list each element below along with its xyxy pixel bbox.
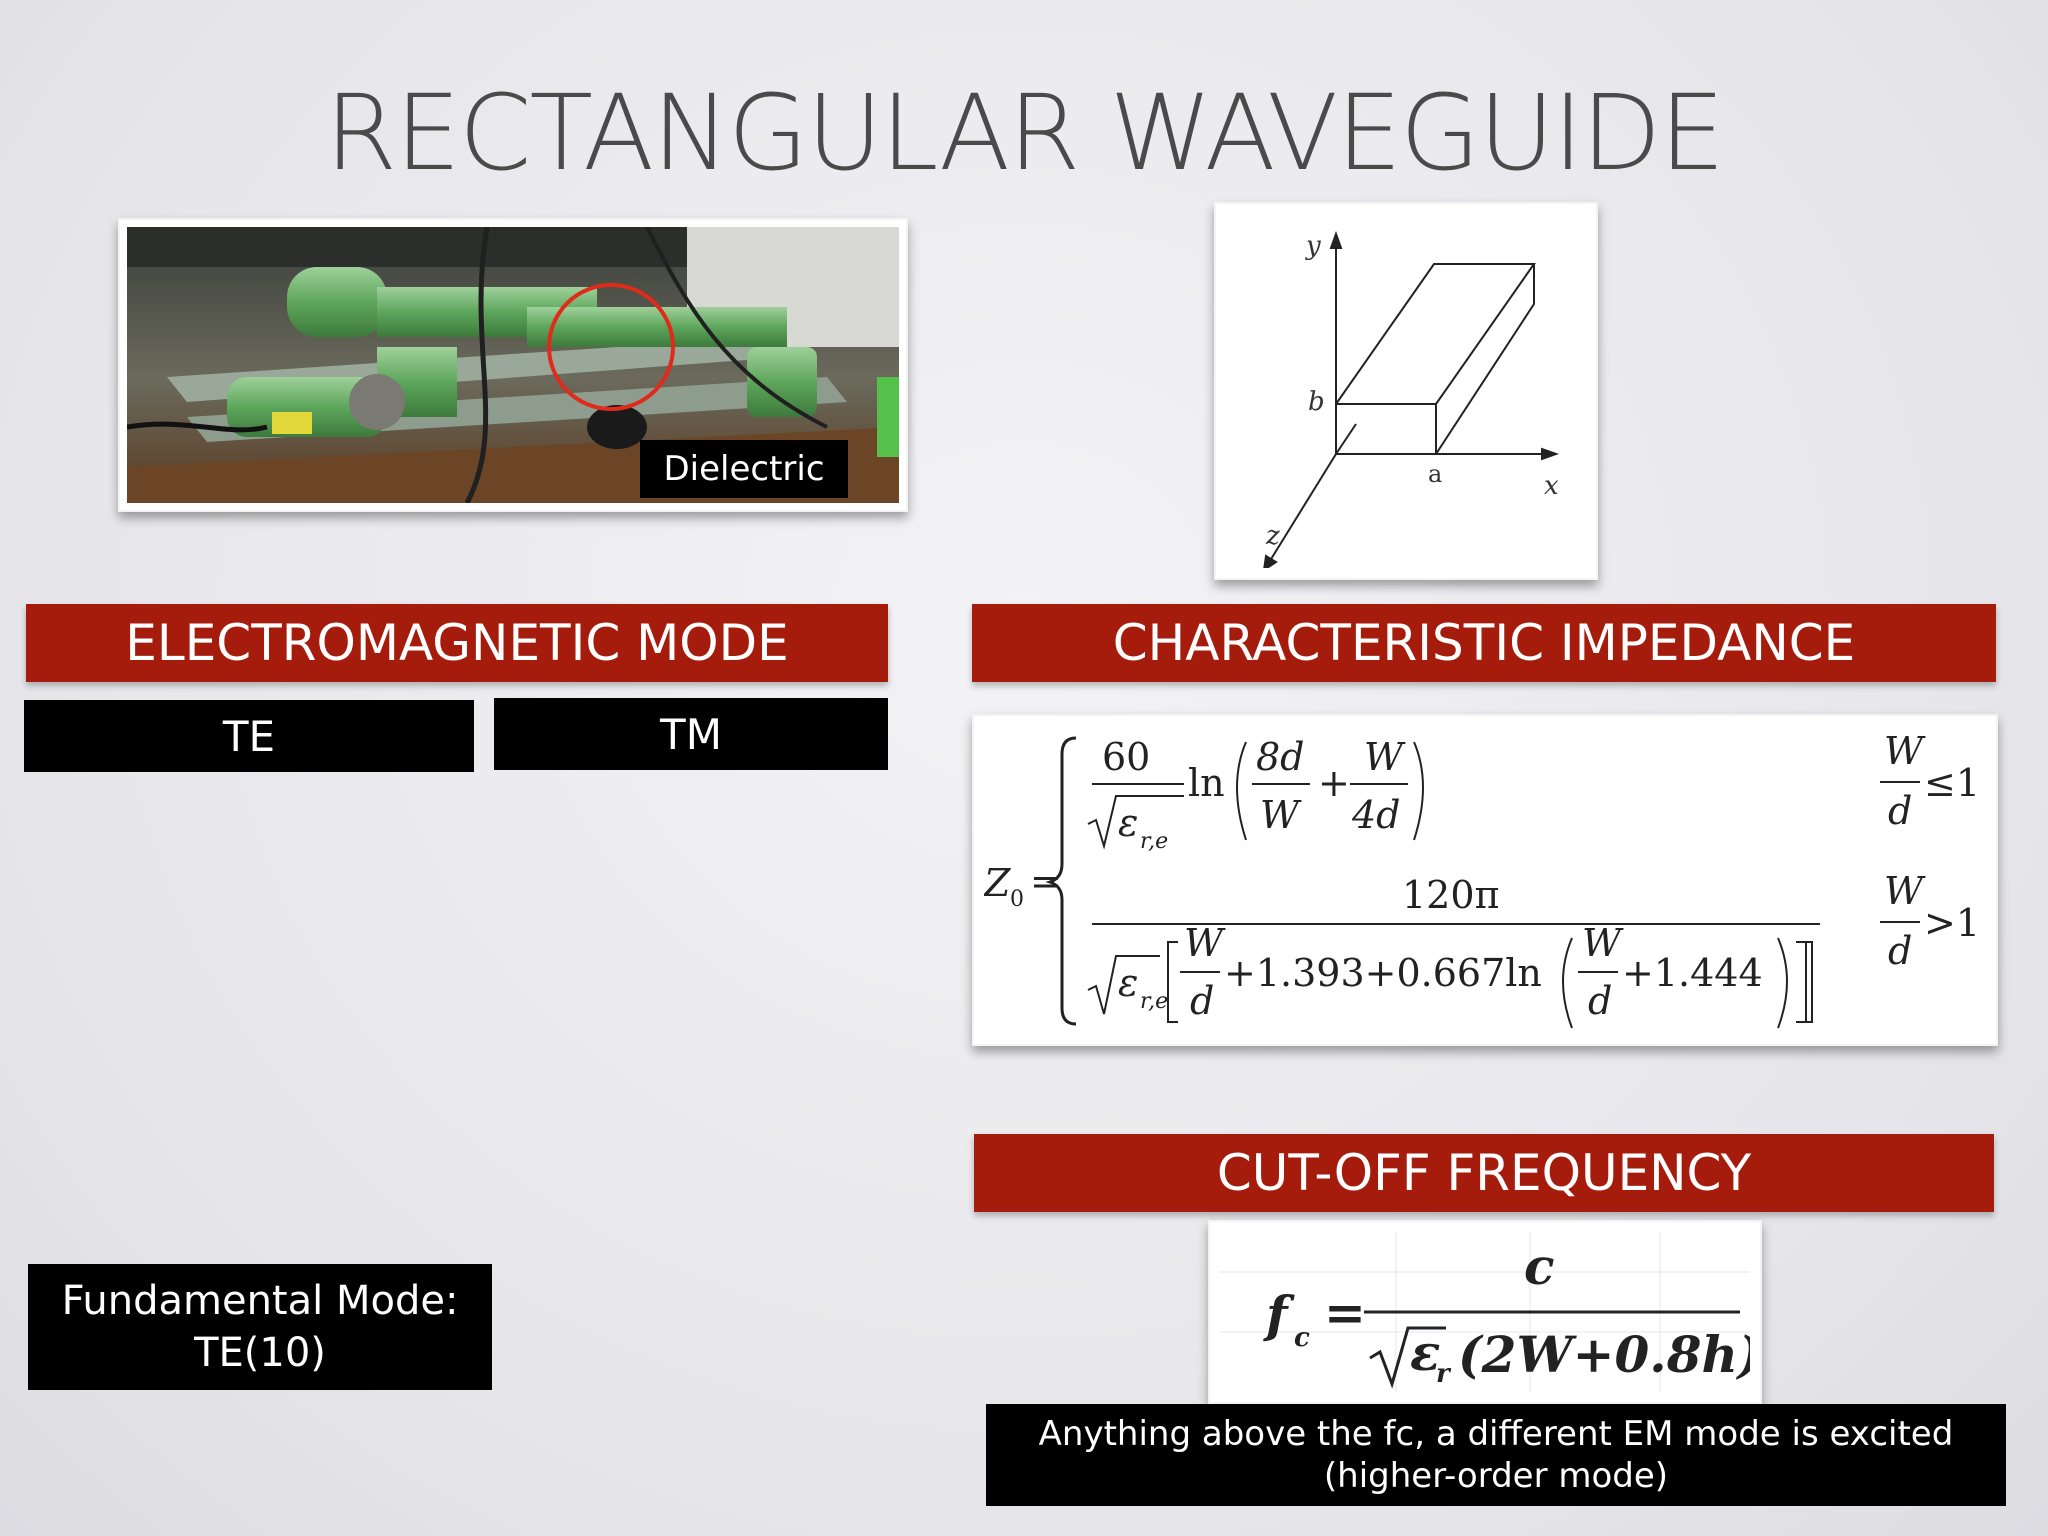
- cond2-num: W: [1884, 869, 1926, 913]
- waveguide-photo: [127, 227, 899, 503]
- case1-term2-num: W: [1364, 735, 1406, 779]
- case1-epsilon: ε: [1118, 801, 1138, 845]
- z0-subscript: 0: [1010, 887, 1024, 912]
- z0-symbol: Z: [984, 861, 1011, 905]
- cutoff-header: CUT-OFF FREQUENCY: [974, 1134, 1994, 1212]
- cutoff-note: Anything above the fc, a different EM mo…: [986, 1404, 2006, 1506]
- impedance-formula: Z 0 = 60 ε r,e ln 8d W + W 4d W d ≤1: [984, 724, 1986, 1034]
- em-mode-header: ELECTROMAGNETIC MODE: [26, 604, 888, 682]
- waveguide-axis-diagram-frame: y x z b a: [1214, 202, 1598, 580]
- cond2-den: d: [1888, 929, 1912, 973]
- cutoff-f: f: [1263, 1285, 1295, 1344]
- cond1-den: d: [1888, 789, 1912, 833]
- waveguide-photo-frame: Dielectric: [118, 218, 908, 512]
- cond2-relation: >1: [1924, 901, 1980, 945]
- case2-w: W: [1184, 921, 1226, 965]
- case2-d2: d: [1588, 979, 1612, 1023]
- case1-ln: ln: [1188, 761, 1225, 805]
- cutoff-formula: f c = c ε r (2W+0.8h): [1220, 1232, 1750, 1392]
- dimension-b-label: b: [1308, 387, 1325, 417]
- cutoff-numerator: c: [1524, 1237, 1554, 1296]
- cond1-num: W: [1884, 729, 1926, 773]
- impedance-header: CHARACTERISTIC IMPEDANCE: [972, 604, 1996, 682]
- impedance-formula-frame: Z 0 = 60 ε r,e ln 8d W + W 4d W d ≤1: [972, 714, 1998, 1046]
- waveguide-axis-diagram: y x z b a: [1226, 214, 1586, 568]
- fundamental-mode-box: Fundamental Mode: TE(10): [28, 1264, 492, 1390]
- case2-w2: W: [1582, 921, 1624, 965]
- cutoff-denominator-rest: (2W+0.8h): [1458, 1325, 1750, 1384]
- cutoff-epsilon-sub: r: [1436, 1359, 1452, 1389]
- axis-x-label: x: [1544, 471, 1559, 501]
- case2-numerator: 120π: [1402, 873, 1500, 917]
- cutoff-equals: =: [1324, 1283, 1366, 1342]
- case1-term1-num: 8d: [1256, 735, 1305, 779]
- dielectric-highlight-circle: [547, 283, 675, 411]
- cond1-relation: ≤1: [1924, 761, 1980, 805]
- axis-y-label: y: [1305, 231, 1321, 261]
- case2-epsilon: ε: [1118, 961, 1138, 1005]
- cutoff-epsilon: ε: [1410, 1323, 1440, 1382]
- tm-mode-label: TM: [494, 698, 888, 770]
- case1-term2-den: 4d: [1351, 793, 1401, 837]
- case1-numerator: 60: [1102, 735, 1150, 779]
- dimension-a-label: a: [1428, 460, 1442, 488]
- case2-epsilon-sub: r,e: [1140, 989, 1168, 1014]
- slide-title: RECTANGULAR WAVEGUIDE: [324, 72, 1725, 194]
- fundamental-mode-line2: TE(10): [194, 1330, 326, 1376]
- case1-plus: +: [1318, 761, 1350, 805]
- z0-equals: =: [1030, 859, 1062, 903]
- dielectric-caption: Dielectric: [640, 440, 848, 498]
- case2-middle: +1.393+0.667ln: [1224, 951, 1542, 995]
- case2-d: d: [1190, 979, 1214, 1023]
- cutoff-formula-frame: f c = c ε r (2W+0.8h): [1208, 1220, 1762, 1404]
- case1-epsilon-sub: r,e: [1140, 829, 1168, 854]
- case1-term1-den: W: [1260, 793, 1302, 837]
- case2-end: +1.444: [1622, 951, 1763, 995]
- axis-z-label: z: [1265, 521, 1280, 551]
- cutoff-f-sub: c: [1294, 1323, 1310, 1353]
- te-mode-label: TE: [24, 700, 474, 772]
- fundamental-mode-line1: Fundamental Mode:: [61, 1278, 459, 1324]
